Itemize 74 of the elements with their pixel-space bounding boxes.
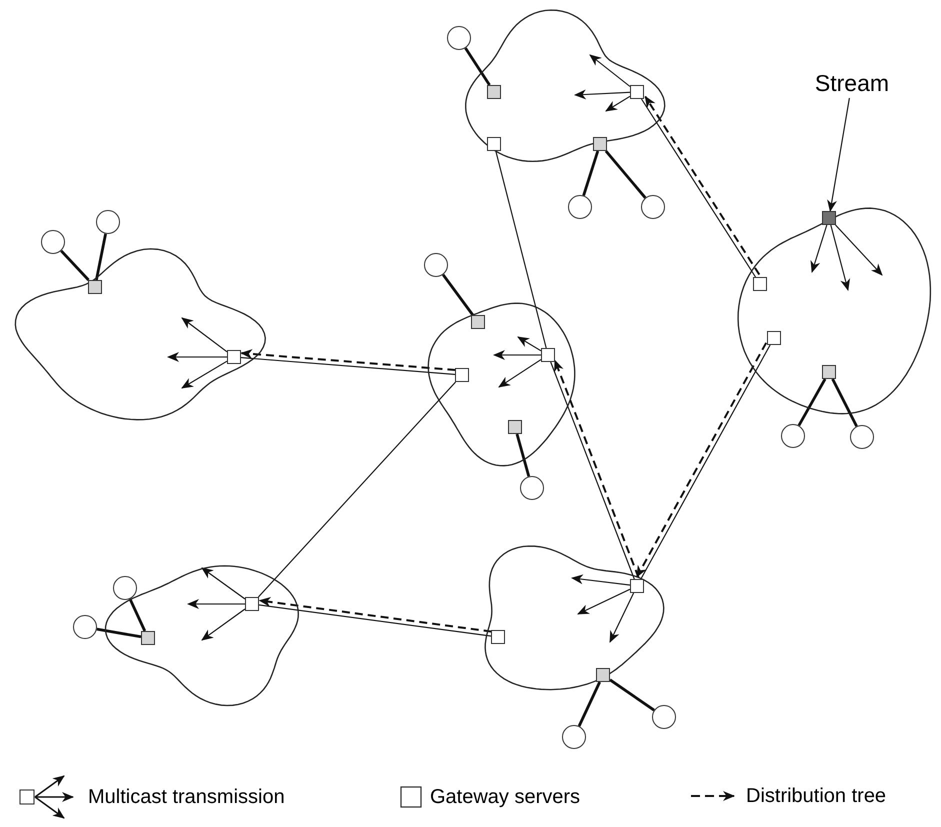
multicast-arrow [830, 224, 850, 291]
connection-line [604, 150, 646, 199]
multicast-arrow [498, 359, 542, 388]
client-node [562, 725, 586, 749]
client-node [520, 476, 544, 500]
connection-line [240, 357, 456, 375]
connection-line [516, 434, 530, 477]
multicast-arrow [201, 567, 246, 600]
gateway-server [227, 350, 241, 364]
multicast-arrow [589, 54, 630, 87]
multicast-arrow [574, 89, 630, 100]
multicast-arrow [181, 317, 228, 352]
multicast-arrow [810, 224, 828, 273]
gateway-server [455, 368, 469, 382]
client-node [447, 26, 471, 50]
client-node [73, 615, 97, 639]
server-node [471, 315, 485, 329]
server-node [822, 365, 836, 379]
server-node [508, 420, 522, 434]
multicast-arrow [577, 588, 630, 614]
server-node [593, 137, 607, 151]
arrow [827, 98, 850, 212]
connection-line [258, 604, 492, 637]
server-node [88, 280, 102, 294]
gateway-server [630, 85, 644, 99]
legend-text: Gateway servers [430, 787, 580, 807]
connection-line [578, 681, 601, 727]
client-node [641, 195, 665, 219]
connection-line [258, 382, 456, 598]
gateway-server [245, 597, 259, 611]
multicast-arrow [181, 360, 228, 388]
gateway-server [487, 137, 501, 151]
multicast-arrow [835, 224, 883, 276]
node-label: Stream [814, 72, 890, 94]
client-node [781, 424, 805, 448]
gateway-server [630, 579, 644, 593]
legend-text: Multicast transmission [88, 787, 285, 807]
multicast-arrow [167, 352, 227, 362]
multicast-arrow [517, 336, 542, 352]
gateway-server [491, 630, 505, 644]
connection-line [495, 150, 547, 348]
connection-line [128, 598, 146, 632]
client-node [652, 705, 676, 729]
connection-line [609, 678, 655, 712]
multicast-arrow [610, 592, 634, 643]
multicast-arrow [493, 350, 541, 360]
client-node [96, 210, 120, 234]
multicast-arrow [187, 599, 245, 609]
connection-line [831, 378, 858, 427]
connection-line [442, 274, 474, 316]
legend-text: Distribution tree [746, 786, 886, 806]
connection-line [798, 378, 826, 426]
source-server [822, 211, 836, 225]
client-node [113, 576, 137, 600]
server-node [596, 668, 610, 682]
gateway-server [541, 348, 555, 362]
multicast-arrow [571, 574, 630, 586]
distribution-arrow [258, 597, 492, 633]
multicast-arrow [605, 96, 630, 112]
client-node [568, 195, 592, 219]
gateway-server [753, 277, 767, 291]
server-node [487, 85, 501, 99]
connection-line [464, 47, 491, 86]
client-node [850, 425, 874, 449]
connection-line [95, 234, 107, 280]
client-node [424, 253, 448, 277]
multicast-arrow [201, 608, 246, 641]
connection-line [60, 250, 90, 281]
connection-line [96, 628, 142, 638]
distribution-arrow [240, 348, 456, 371]
connection-line [582, 150, 600, 196]
server-node [141, 631, 155, 645]
gateway-server [767, 331, 781, 345]
client-node [41, 230, 65, 254]
